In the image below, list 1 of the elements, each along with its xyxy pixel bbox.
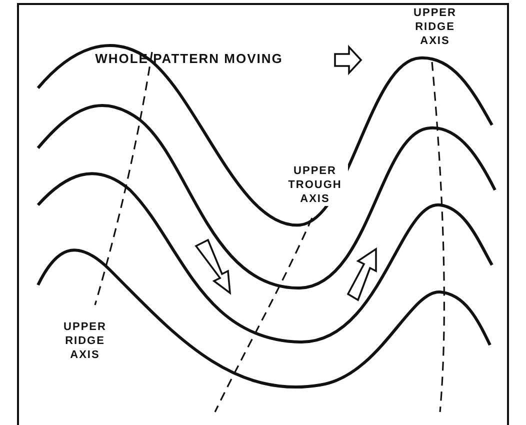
motion-label: WHOLE PATTERN MOVING [94,52,284,66]
